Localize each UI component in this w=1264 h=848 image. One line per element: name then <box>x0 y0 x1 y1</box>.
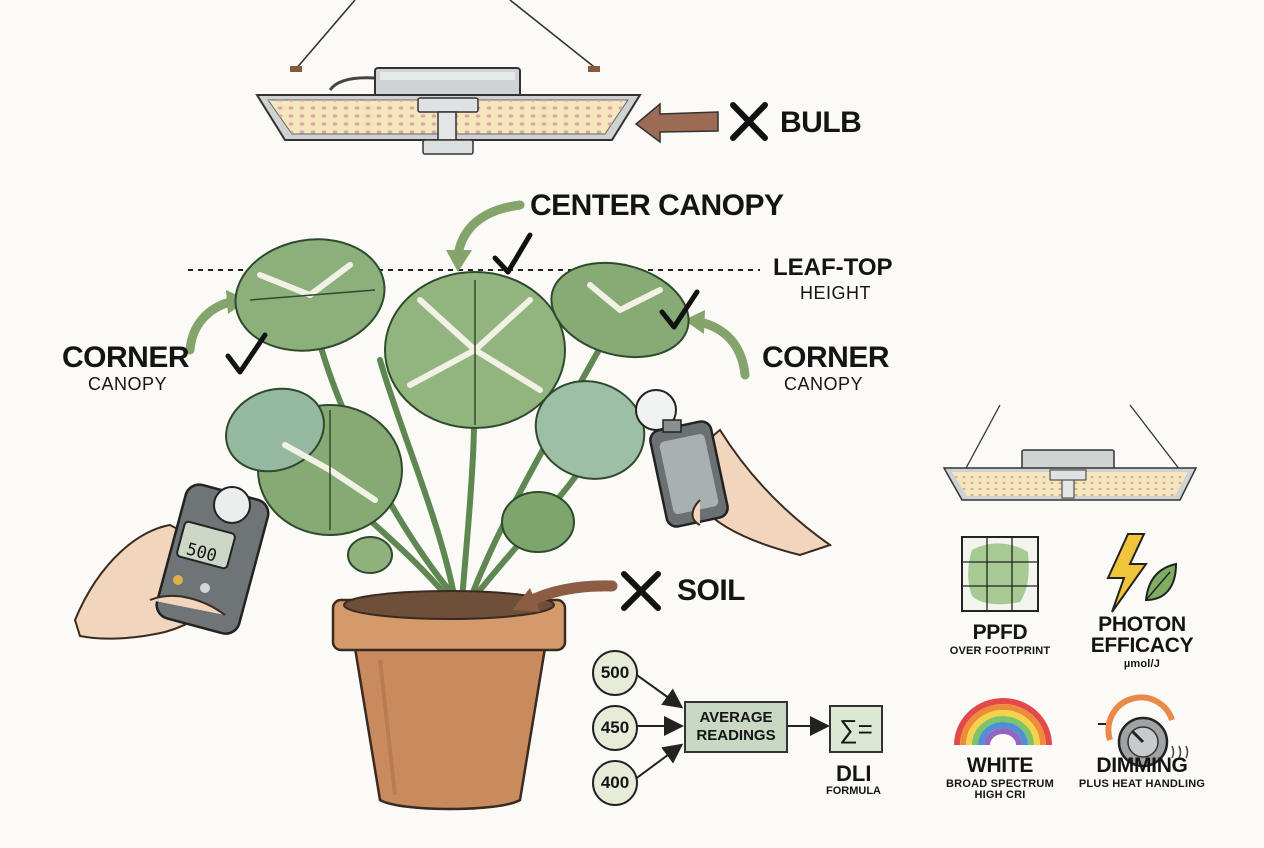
feature-title: DIMMING <box>1096 754 1188 777</box>
feature-sub: HIGH CRI <box>974 789 1026 801</box>
grow-light-main <box>255 0 642 155</box>
feature-dimming: DIMMING PLUS HEAT HANDLING <box>1072 755 1212 790</box>
bulb-label: BULB <box>780 106 862 139</box>
readings-line: READINGS <box>696 727 776 744</box>
rainbow-icon <box>954 698 1052 746</box>
dli-title: DLI <box>836 761 872 786</box>
feature-sub: OVER FOOTPRINT <box>949 645 1051 657</box>
center-canopy-arrow <box>453 200 525 260</box>
ppfd-grid-icon <box>961 536 1039 612</box>
center-canopy-label: CENTER CANOPY <box>530 189 784 222</box>
check-icon-center <box>492 232 533 275</box>
soil-label: SOIL <box>677 574 746 607</box>
corner-left-arrow <box>185 297 235 355</box>
average-readings-box: AVERAGE READINGS <box>684 701 788 753</box>
phone-sensor-hand <box>635 389 833 557</box>
check-icon-left <box>225 332 268 375</box>
canopy-left-label: CANOPY <box>88 374 168 394</box>
feature-sub: PLUS HEAT HANDLING <box>1078 778 1206 790</box>
feature-photon-efficacy: PHOTON EFFICACY µmol/J <box>1072 614 1212 670</box>
sum-formula-icon: ∑= <box>829 705 883 753</box>
check-icon-right <box>659 289 700 330</box>
reading-bubble: 500 <box>592 650 638 696</box>
feature-ppfd: PPFD OVER FOOTPRINT <box>930 622 1070 657</box>
canopy-right-label: CANOPY <box>784 374 864 394</box>
soil-arrow <box>522 580 618 608</box>
feature-white: WHITE BROAD SPECTRUM HIGH CRI <box>930 755 1070 801</box>
feature-title: PHOTON <box>1098 613 1186 636</box>
readings-flow-arrows <box>633 672 830 781</box>
feature-title: PPFD <box>972 621 1028 644</box>
leaf-top-label: LEAF-TOP <box>773 254 893 281</box>
feature-title: EFFICACY <box>1090 634 1194 657</box>
dli-sub: FORMULA <box>826 785 881 797</box>
height-label: HEIGHT <box>800 283 872 303</box>
check-icons <box>225 232 700 375</box>
soil-x-mark <box>621 571 661 611</box>
feature-sub: µmol/J <box>1123 658 1161 670</box>
reading-bubble: 450 <box>592 705 638 751</box>
average-line: AVERAGE <box>699 709 773 726</box>
feature-sub: BROAD SPECTRUM <box>946 778 1054 790</box>
bulb-arrow <box>634 102 719 144</box>
flower-pot <box>331 590 567 811</box>
corner-right-arrow <box>695 317 750 380</box>
lightning-leaf-icon <box>1106 533 1178 613</box>
light-meter-hand <box>73 483 270 640</box>
grow-light-small <box>942 404 1198 501</box>
feature-title: WHITE <box>966 754 1034 777</box>
corner-left-label: CORNER <box>62 341 190 374</box>
bulb-x-mark <box>730 102 768 141</box>
corner-right-label: CORNER <box>762 341 890 374</box>
reading-bubble: 400 <box>592 760 638 806</box>
monstera-plant <box>225 238 690 603</box>
dimmer-knob-icon <box>1098 694 1189 768</box>
